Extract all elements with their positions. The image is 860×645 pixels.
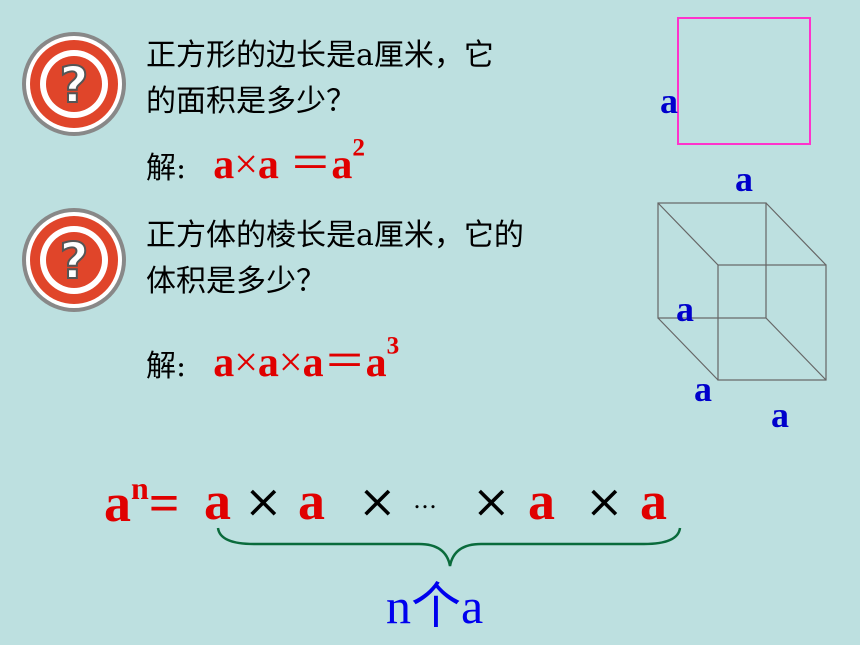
cube-label-bottom-right: a [771,395,789,435]
solution-1: 解: a×a ＝a2 [146,130,365,191]
solution-2: 解: a×a×a＝a3 [146,328,399,389]
power-formula: an= [104,470,180,533]
cube-label-bottom-left: a [694,369,712,409]
solution-2-expression: a×a×a＝a3 [213,332,400,386]
square-side-label: a [660,81,678,121]
question-1-line-2: 的面积是多少？ [146,84,356,119]
svg-text:?: ? [59,56,88,114]
formula-factor: a [298,471,325,531]
square-shape [677,17,811,145]
formula-times: × [585,474,624,528]
formula-factor: a [204,471,231,531]
cube-label-middle: a [676,289,694,329]
brace-label: n个a [386,578,484,634]
formula-ellipsis: … [413,486,437,514]
question-1-line-1: 正方形的边长是a厘米，它 [146,38,494,73]
cube-label-top: a [735,159,753,199]
question-2-line-1: 正方体的棱长是a厘米，它的 [146,218,524,253]
formula-factor: a [528,471,555,531]
solution-label: 解: [146,349,187,384]
question-2-line-2: 体积是多少？ [146,264,326,299]
formula-times: × [358,474,397,528]
svg-text:?: ? [59,232,88,290]
solution-1-expression: a×a ＝a2 [213,134,365,188]
solution-label: 解: [146,151,187,186]
formula-factor: a [640,471,667,531]
formula-times: × [472,474,511,528]
question-icon: ? [22,208,126,312]
cube-shape [657,202,827,381]
underbrace [216,527,682,567]
formula-times: × [244,474,283,528]
question-icon: ? [22,32,126,136]
